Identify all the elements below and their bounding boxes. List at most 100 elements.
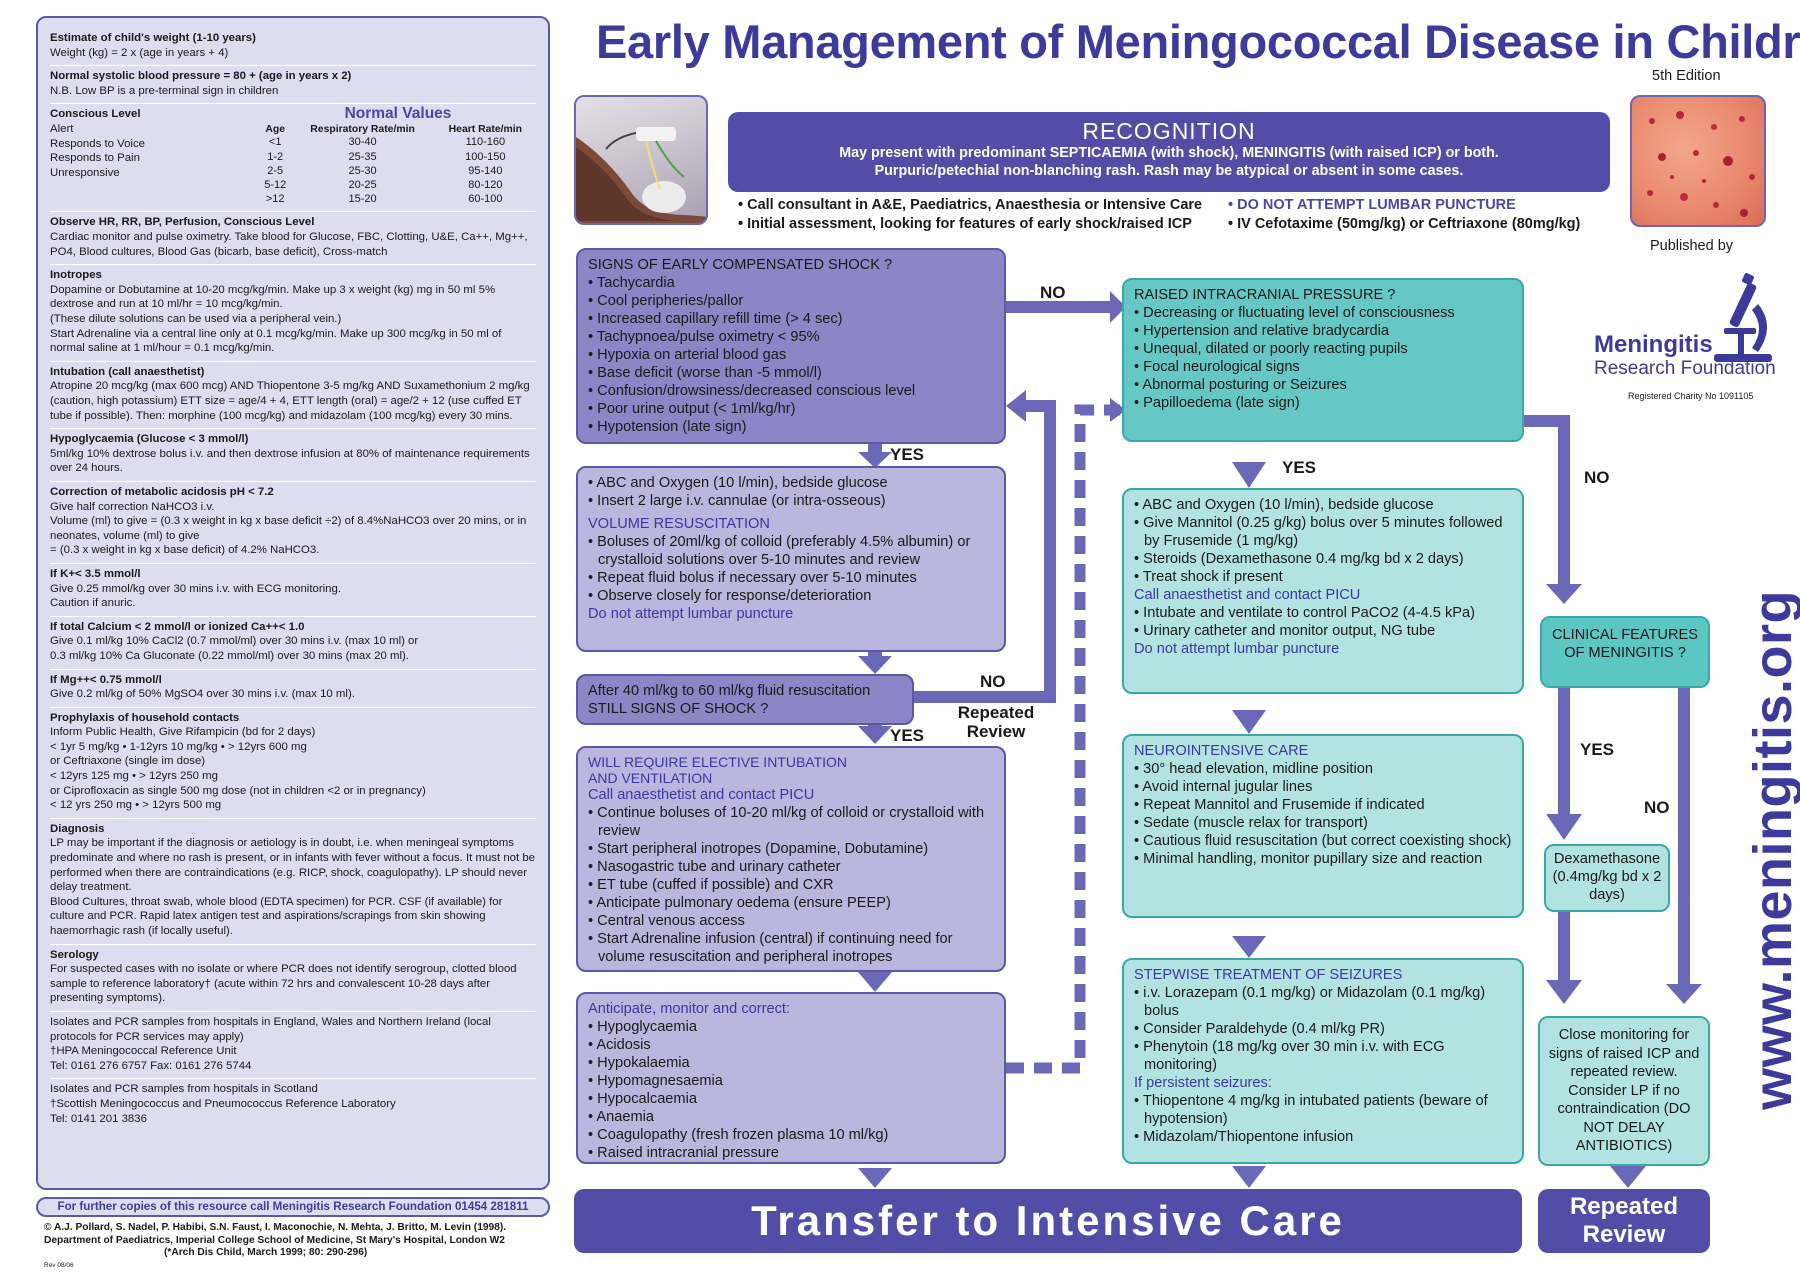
normal-values-table-wrap: Normal Values Age Respiratory Rate/min H… — [260, 106, 536, 206]
nv-cell: 110-160 — [465, 136, 506, 149]
reference-line: = (0.3 x weight in kg x base deficit) of… — [50, 544, 320, 557]
reference-section-title: Serology — [50, 948, 99, 961]
no-label: NO — [1644, 798, 1670, 817]
recognition-title: RECOGNITION — [1082, 118, 1256, 144]
resuscitation-step: ABC and Oxygen (10 l/min), bedside gluco… — [588, 474, 994, 492]
reference-section-title: Intubation (call anaesthetist) — [50, 365, 205, 378]
reference-line: Tel: 0141 201 3836 — [50, 1112, 147, 1125]
clinical-photo-leg — [574, 95, 708, 225]
clinical-photo-leg-illustration — [576, 127, 706, 223]
reference-section-title: Inotropes — [50, 269, 102, 282]
reference-section: Isolates and PCR samples from hospitals … — [50, 1012, 536, 1080]
neurointensive-list: 30° head elevation, midline positionAvoi… — [1134, 760, 1512, 868]
yes-label: YES — [890, 726, 925, 745]
no-label: NO — [980, 672, 1006, 691]
nv-cell: 95-140 — [468, 164, 503, 177]
anticipate-title: Anticipate, monitor and correct: — [588, 1001, 790, 1017]
bp-section: Normal systolic blood pressure = 80 + (a… — [50, 66, 536, 105]
yes-label: YES — [890, 445, 925, 464]
reference-section: Intubation (call anaesthetist) Atropine 2… — [50, 362, 536, 430]
reference-line: Give half correction NaHCO3 i.v. — [50, 500, 215, 513]
weight-section: Estimate of child's weight (1-10 years) … — [50, 28, 536, 67]
conscious-item: Alert — [50, 122, 74, 135]
volume-resuscitation-title: VOLUME RESUSCITATION — [588, 516, 770, 532]
reference-section-title: Correction of metabolic acidosis pH < 7.… — [50, 485, 274, 498]
shock-list: TachycardiaCool peripheries/pallorIncrea… — [588, 274, 994, 436]
icp-sign: Focal neurological signs — [1134, 358, 1512, 376]
nv-cell: 5-12 — [264, 179, 287, 192]
anticipate-list: HypoglycaemiaAcidosisHypokalaemiaHypomag… — [588, 1018, 994, 1162]
icp-sign: Papilloedema (late sign) — [1134, 394, 1512, 412]
reference-line: < 1yr 5 mg/kg • 1-12yrs 10 mg/kg • > 12y… — [50, 740, 307, 753]
reference-line: Cardiac monitor and pulse oximetry. Take… — [50, 231, 528, 258]
revision-label: Rev 08/06 — [44, 1261, 74, 1269]
references: © A.J. Pollard, S. Nadel, P. Habibi, S.N… — [44, 1222, 554, 1272]
intubation-step: ET tube (cuffed if possible) and CXR — [588, 876, 994, 894]
reference-line: (These dilute solutions can be used via … — [50, 313, 342, 326]
nv-cell: 25-35 — [348, 150, 377, 163]
nv-cell: >12 — [265, 193, 285, 206]
table-row: <1 30-40 110-160 — [260, 135, 536, 149]
yes-label: YES — [1282, 458, 1317, 477]
edition-label: 5th Edition — [1652, 68, 1721, 84]
conscious-item: Responds to Voice — [50, 137, 145, 150]
anticipate-box: Anticipate, monitor and correct: Hypogly… — [576, 992, 1006, 1164]
reference-line: Give 0.2 ml/kg of 50% MgSO4 over 30 mins… — [50, 688, 355, 701]
after-fluid-line: After 40 ml/kg to 60 ml/kg fluid resusci… — [588, 683, 871, 699]
icp-ventilation-list: Intubate and ventilate to control PaCO2 … — [1134, 604, 1512, 640]
reference-line: Give 0.1 ml/kg 10% CaCl2 (0.7 mmol/ml) o… — [50, 635, 419, 648]
nv-cell: 80-120 — [468, 179, 503, 192]
icp-ventilation-step: Intubate and ventilate to control PaCO2 … — [1134, 604, 1512, 622]
reference-section: Hypoglycaemia (Glucose < 3 mmol/l)5ml/kg… — [50, 429, 536, 482]
raised-icp-box: RAISED INTRACRANIAL PRESSURE ? Decreasin… — [1122, 278, 1524, 442]
close-monitoring-text: Close monitoring for signs of raised ICP… — [1548, 1027, 1700, 1154]
lumbar-puncture-warning: DO NOT ATTEMPT LUMBAR PUNCTURE — [1228, 196, 1580, 215]
yes-label: YES — [1580, 740, 1615, 759]
reference-line: © A.J. Pollard, S. Nadel, P. Habibi, S.N… — [44, 1222, 507, 1233]
nv-cell: 2-5 — [267, 164, 284, 177]
anticipate-item: Hypoglycaemia — [588, 1018, 994, 1036]
reference-line: 5ml/kg 10% dextrose bolus i.v. and then … — [50, 447, 530, 475]
intubation-step: Central venous access — [588, 912, 994, 930]
recognition-action: Call consultant in A&E, Paediatrics, Ana… — [738, 196, 1202, 215]
reference-line: Give 0.25 mmol/kg over 30 mins i.v. with… — [50, 582, 341, 595]
rash-photo-illustration — [1647, 111, 1755, 217]
page-title: Early Management of Meningococcal Diseas… — [596, 15, 1800, 68]
reference-line: †HPA Meningococcal Reference Unit — [50, 1045, 237, 1058]
volume-step: Repeat fluid bolus if necessary over 5-1… — [588, 569, 994, 587]
nv-cell: 1-2 — [267, 150, 284, 163]
neurointensive-box: NEUROINTENSIVE CARE 30° head elevation, … — [1122, 734, 1524, 918]
icp-sign: Decreasing or fluctuating level of consc… — [1134, 304, 1512, 322]
reference-line: †Scottish Meningococcus and Pneumococcus… — [50, 1097, 396, 1110]
icp-sign: Hypertension and relative bradycardia — [1134, 322, 1512, 340]
no-label: NO — [1584, 468, 1610, 487]
shock-sign: Hypoxia on arterial blood gas — [588, 346, 994, 364]
weight-formula: Weight (kg) = 2 x (age in years + 4) — [50, 46, 229, 59]
shock-sign: Tachypnoea/pulse oximetry < 95% — [588, 328, 994, 346]
reference-line: Tel: 0161 276 6757 Fax: 0161 276 5744 — [50, 1059, 252, 1072]
reference-line: Atropine 20 mcg/kg (max 600 mcg) AND Thi… — [50, 380, 530, 422]
conscious-item: Responds to Pain — [50, 152, 140, 165]
close-monitoring-box: Close monitoring for signs of raised ICP… — [1538, 1016, 1710, 1166]
shock-signs-box: SIGNS OF EARLY COMPENSATED SHOCK ? Tachy… — [576, 248, 1006, 444]
raised-icp-list: Decreasing or fluctuating level of consc… — [1134, 304, 1512, 412]
recognition-actions-right: DO NOT ATTEMPT LUMBAR PUNCTURE IV Cefota… — [1228, 196, 1580, 233]
shock-sign: Confusion/drowsiness/decreased conscious… — [588, 382, 994, 400]
persistent-seizures-label: If persistent seizures: — [1134, 1075, 1272, 1091]
reference-section-title: If K+< 3.5 mmol/l — [50, 567, 141, 580]
reference-section: Correction of metabolic acidosis pH < 7.… — [50, 482, 536, 564]
weight-title: Estimate of child's weight (1-10 years) — [50, 32, 256, 44]
reference-section-title: Prophylaxis of household contacts — [50, 711, 240, 724]
website-url[interactable]: www.meningitis.org — [1743, 589, 1800, 1110]
neurointensive-step: Cautious fluid resuscitation (but correc… — [1134, 832, 1512, 850]
table-row: 2-5 25-30 95-140 — [260, 164, 536, 178]
after-fluid-box: After 40 ml/kg to 60 ml/kg fluid resusci… — [576, 674, 914, 725]
resuscitation-step: Insert 2 large i.v. cannulae (or intra-o… — [588, 492, 994, 510]
volume-step: Observe closely for response/deteriorati… — [588, 587, 994, 605]
repeated-review-banner: Repeated Review — [1538, 1189, 1710, 1253]
microscope-logo-icon — [1714, 273, 1772, 362]
resuscitation-initial-list: ABC and Oxygen (10 l/min), bedside gluco… — [588, 474, 994, 510]
